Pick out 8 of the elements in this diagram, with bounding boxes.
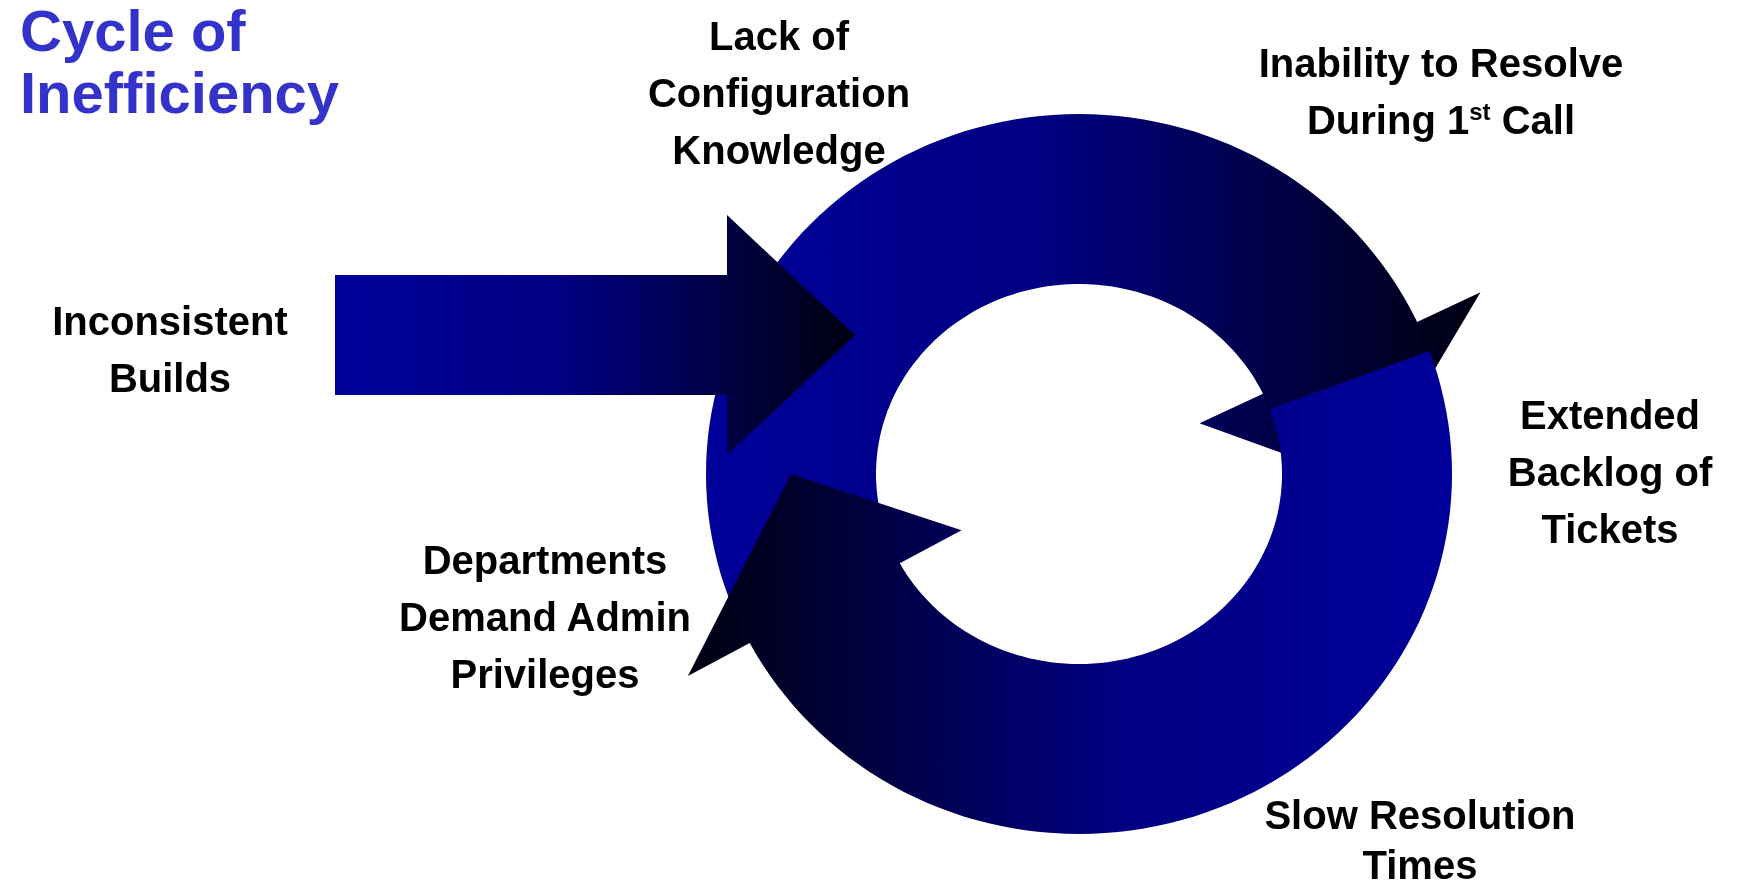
cause-label: Extended Backlog of Tickets xyxy=(1506,392,1714,553)
block-arrow xyxy=(335,215,855,455)
cause-label: Inability to Resolve During 1$^{st}$ Call xyxy=(1257,40,1625,144)
cause-label: Slow Resolution Times xyxy=(1263,792,1577,889)
cause-text: Inconsistent Builds xyxy=(5,293,335,407)
cause-label: Lack of Configuration Knowledge xyxy=(646,13,912,174)
cause-label: Departments Demand Admin Privileges xyxy=(398,537,692,698)
diagram-title: Cycle of Inefficiency xyxy=(20,0,341,124)
